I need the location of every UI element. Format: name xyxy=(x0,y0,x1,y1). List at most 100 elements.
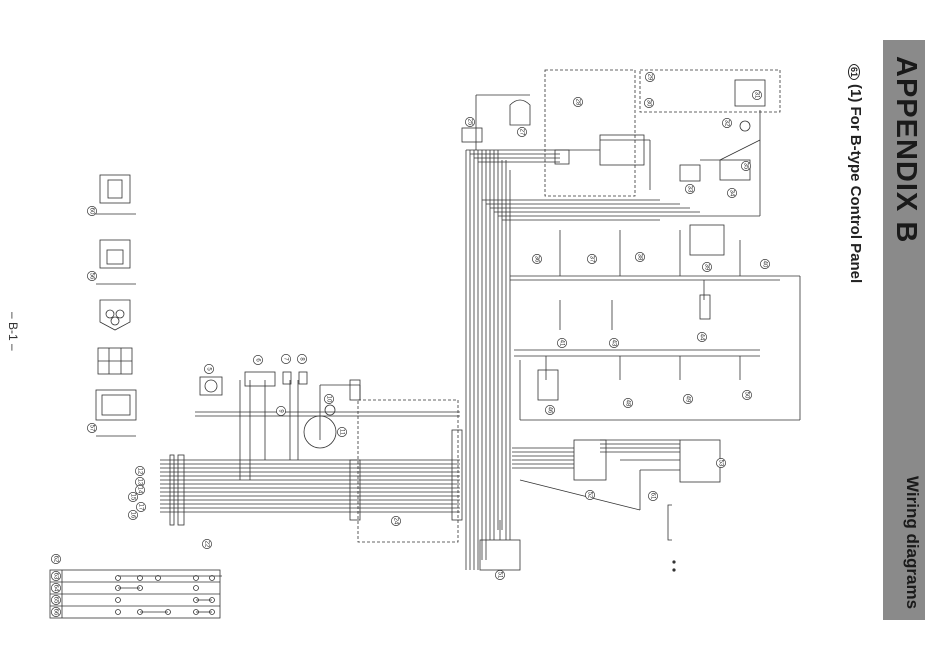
callout-24: 24 xyxy=(391,516,400,525)
callout-8: 8 xyxy=(297,354,306,363)
callout-56: 56 xyxy=(87,271,96,280)
svg-text:41: 41 xyxy=(559,340,565,347)
svg-text:38: 38 xyxy=(637,254,643,261)
svg-text:65: 65 xyxy=(53,597,59,604)
callout-60: 60 xyxy=(87,206,96,215)
callout-35: 35 xyxy=(741,161,750,170)
svg-text:13: 13 xyxy=(137,479,143,486)
table-row-label: 66 xyxy=(51,607,60,616)
svg-text:37: 37 xyxy=(589,256,595,263)
callout-9: 9 xyxy=(276,406,285,415)
page-title: APPENDIX B xyxy=(889,56,922,243)
svg-text:28: 28 xyxy=(575,99,581,106)
callout-39: 39 xyxy=(702,262,711,271)
callout-31: 31 xyxy=(752,90,761,99)
svg-text:34: 34 xyxy=(729,190,735,197)
callout-46: 46 xyxy=(545,405,554,414)
callout-14: 14 xyxy=(135,485,144,494)
table-row-label: 64 xyxy=(51,583,60,592)
svg-text:17: 17 xyxy=(138,504,144,511)
callout-34: 34 xyxy=(727,188,736,197)
svg-text:29: 29 xyxy=(647,74,653,81)
svg-text:63: 63 xyxy=(53,573,59,580)
svg-text:24: 24 xyxy=(393,518,399,525)
callout-53: 53 xyxy=(716,458,725,467)
callout-33: 33 xyxy=(685,184,694,193)
svg-text:62: 62 xyxy=(53,556,59,563)
callout-44: 44 xyxy=(697,332,706,341)
callout-38: 38 xyxy=(635,252,644,261)
right-loop-wires xyxy=(510,230,800,420)
bottom-harness xyxy=(490,440,680,540)
callout-12: 12 xyxy=(135,466,144,475)
svg-text:40: 40 xyxy=(762,261,768,268)
callout-36: 36 xyxy=(532,254,541,263)
callout-7: 7 xyxy=(281,354,290,363)
callout-27: 27 xyxy=(517,127,526,136)
bracket xyxy=(668,505,672,540)
svg-text:12: 12 xyxy=(137,468,143,475)
callout-17: 17 xyxy=(136,502,145,511)
dot-mark xyxy=(672,560,675,563)
callout-41: 41 xyxy=(557,338,566,347)
svg-text:31: 31 xyxy=(754,92,760,99)
callout-10: 10 xyxy=(324,394,333,403)
callout-52: 52 xyxy=(585,490,594,499)
svg-text:60: 60 xyxy=(89,208,95,215)
section-title: (1) For B-type Control Panel xyxy=(847,84,864,283)
svg-text:16: 16 xyxy=(130,512,136,519)
section-callout: 61 xyxy=(848,64,860,80)
callout-30: 30 xyxy=(644,98,653,107)
svg-text:35: 35 xyxy=(743,163,749,170)
svg-text:32: 32 xyxy=(724,120,730,127)
callout-61: 61 xyxy=(648,491,657,500)
svg-text:39: 39 xyxy=(704,264,710,271)
svg-text:52: 52 xyxy=(587,492,593,499)
switch-table: 63 64 65 66 62 xyxy=(50,554,222,618)
callout-40: 40 xyxy=(760,259,769,268)
callout-37: 37 xyxy=(587,254,596,263)
dashed-enclosures xyxy=(358,70,780,542)
svg-text:43: 43 xyxy=(611,340,617,347)
svg-text:64: 64 xyxy=(53,585,59,592)
svg-text:66: 66 xyxy=(53,609,59,616)
callout-49: 49 xyxy=(683,394,692,403)
callout-57: 57 xyxy=(87,423,96,432)
callout-29: 29 xyxy=(645,72,654,81)
callout-6: 6 xyxy=(253,355,262,364)
table-row-label: 63 xyxy=(51,571,60,580)
callout-43: 43 xyxy=(609,338,618,347)
callout-11: 11 xyxy=(337,427,346,436)
svg-text:49: 49 xyxy=(685,396,691,403)
section-heading: 61 (1) For B-type Control Panel xyxy=(847,64,864,283)
page-number: – B-1 – xyxy=(6,312,20,351)
svg-text:10: 10 xyxy=(326,396,332,403)
callout-32: 32 xyxy=(722,118,731,127)
svg-text:14: 14 xyxy=(137,487,143,494)
svg-text:25: 25 xyxy=(467,119,473,126)
table-row-label: 65 xyxy=(51,595,60,604)
svg-text:44: 44 xyxy=(699,334,705,341)
callout-51: 51 xyxy=(495,570,504,579)
svg-text:61: 61 xyxy=(650,493,656,500)
main-harness xyxy=(466,150,510,570)
callout-50: 50 xyxy=(742,390,751,399)
svg-text:36: 36 xyxy=(534,256,540,263)
callout-62: 62 xyxy=(51,554,60,563)
svg-text:50: 50 xyxy=(744,392,750,399)
svg-text:15: 15 xyxy=(130,494,136,501)
svg-text:11: 11 xyxy=(339,429,345,436)
callout-28: 28 xyxy=(573,97,582,106)
callout-5: 5 xyxy=(204,364,213,373)
callout-22: 22 xyxy=(202,539,211,548)
callout-15: 15 xyxy=(128,492,137,501)
svg-text:46: 46 xyxy=(547,407,553,414)
svg-text:48: 48 xyxy=(625,400,631,407)
svg-text:57: 57 xyxy=(89,425,95,432)
dot-mark xyxy=(672,568,675,571)
callout-16: 16 xyxy=(128,510,137,519)
svg-text:53: 53 xyxy=(718,460,724,467)
